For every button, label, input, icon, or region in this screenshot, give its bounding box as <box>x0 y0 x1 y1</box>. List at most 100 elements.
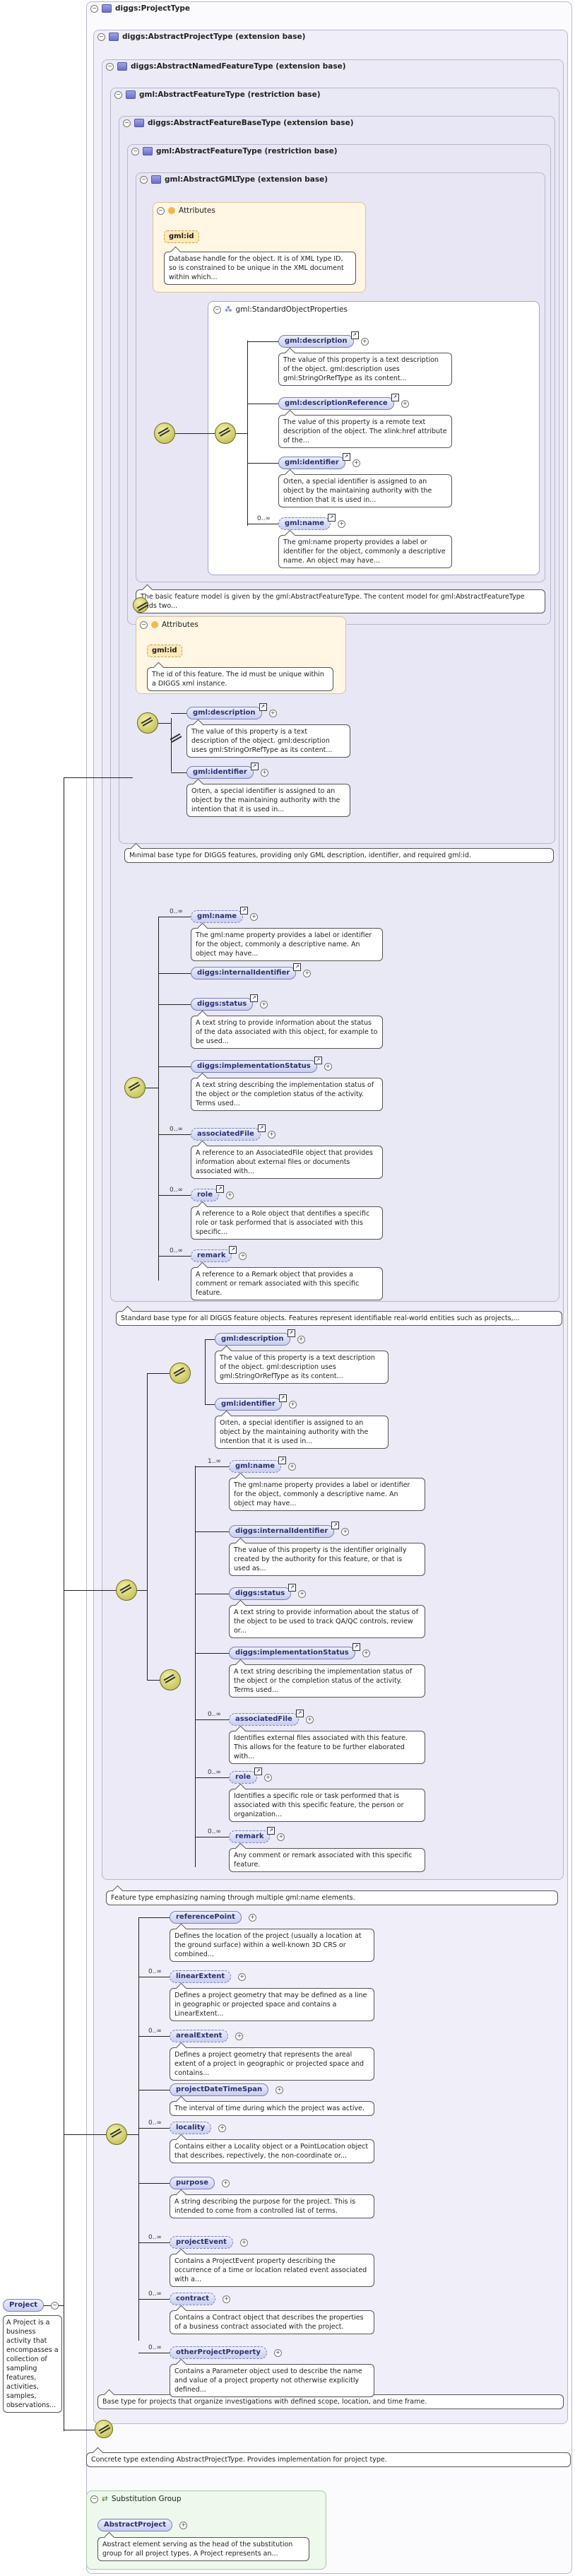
reference-link-icon[interactable]: ↗ <box>216 1185 225 1193</box>
expand-toggle[interactable]: + <box>352 459 360 467</box>
expand-toggle[interactable]: + <box>298 1590 307 1598</box>
reference-link-icon[interactable]: ↗ <box>314 1057 322 1064</box>
collapse-toggle[interactable]: − <box>114 90 122 99</box>
projectdatetimespan-element[interactable]: projectDateTimeSpan+ <box>170 2083 284 2096</box>
reference-link-icon[interactable]: ↗ <box>287 1329 295 1337</box>
expand-toggle[interactable]: + <box>235 2033 244 2040</box>
project-type-header[interactable]: −diggs:ProjectType <box>90 4 190 13</box>
linearextent-element[interactable]: linearExtent+ <box>170 1970 247 1983</box>
expand-toggle[interactable]: + <box>305 1716 314 1724</box>
gml-identifier-element[interactable]: gml:identifier↗+ <box>186 763 268 779</box>
reference-link-icon[interactable]: ↗ <box>278 1457 287 1464</box>
expand-toggle[interactable]: + <box>221 2180 230 2187</box>
sequence-icon[interactable] <box>137 712 158 734</box>
sequence-icon[interactable] <box>160 1669 181 1690</box>
abstract-named-feature-type-header[interactable]: −diggs:AbstractNamedFeatureType (extensi… <box>106 62 346 71</box>
collapse-toggle[interactable]: − <box>51 2302 59 2310</box>
expand-toggle[interactable]: + <box>275 2086 284 2094</box>
reference-link-icon[interactable]: ↗ <box>250 994 259 1002</box>
reference-link-icon[interactable]: ↗ <box>259 703 267 711</box>
expand-toggle[interactable]: + <box>338 520 346 528</box>
collapse-toggle[interactable]: − <box>90 4 98 13</box>
reference-link-icon[interactable]: ↗ <box>267 1827 275 1835</box>
expand-toggle[interactable]: + <box>264 1774 273 1782</box>
reference-link-icon[interactable]: ↗ <box>278 1394 287 1402</box>
expand-toggle[interactable]: + <box>324 1063 332 1071</box>
sequence-icon[interactable] <box>154 423 175 444</box>
collapse-toggle[interactable]: − <box>157 206 165 215</box>
abstract-feature-base-type-header[interactable]: −diggs:AbstractFeatureBaseType (extensio… <box>123 119 354 127</box>
expand-toggle[interactable]: + <box>303 970 312 977</box>
associatedfile-element[interactable]: associatedFile↗+ <box>191 1124 275 1141</box>
reference-link-icon[interactable]: ↗ <box>257 1124 266 1132</box>
arealextent-element[interactable]: arealExtent+ <box>170 2030 244 2042</box>
reference-link-icon[interactable]: ↗ <box>254 1768 263 1775</box>
expand-toggle[interactable]: + <box>250 913 259 921</box>
locality-element[interactable]: locality+ <box>170 2122 227 2134</box>
associatedfile-element[interactable]: associatedFile↗+ <box>229 1710 314 1726</box>
reference-link-icon[interactable]: ↗ <box>342 453 350 461</box>
expand-toggle[interactable]: + <box>248 1914 256 1922</box>
expand-toggle[interactable]: + <box>238 1973 247 1981</box>
reference-link-icon[interactable]: ↗ <box>328 514 336 522</box>
projectevent-element[interactable]: projectEvent+ <box>170 2236 248 2249</box>
sequence-icon[interactable] <box>215 423 236 444</box>
expand-toggle[interactable]: + <box>260 769 268 777</box>
reference-link-icon[interactable]: ↗ <box>352 1643 360 1651</box>
abstract-project-type-header[interactable]: −diggs:AbstractProjectType (extension ba… <box>97 33 305 41</box>
collapse-toggle[interactable]: − <box>106 62 114 71</box>
expand-toggle[interactable]: + <box>223 2295 231 2303</box>
abstract-project-element[interactable]: AbstractProject+ <box>97 2519 188 2531</box>
reference-link-icon[interactable]: ↗ <box>391 394 399 401</box>
gml-identifier-element[interactable]: gml:identifier↗+ <box>278 453 360 469</box>
expand-toggle[interactable]: + <box>267 1131 275 1139</box>
expand-toggle[interactable]: + <box>360 338 369 346</box>
reference-link-icon[interactable]: ↗ <box>288 1584 297 1592</box>
reference-link-icon[interactable]: ↗ <box>331 1522 340 1529</box>
expand-toggle[interactable]: + <box>297 1336 305 1343</box>
gml-feature-restriction-2-header[interactable]: −gml:AbstractFeatureType (restriction ba… <box>131 147 338 155</box>
expand-toggle[interactable]: + <box>288 1401 297 1408</box>
reference-link-icon[interactable]: ↗ <box>240 907 249 914</box>
diggs-implementationstatus-element[interactable]: diggs:implementationStatus↗+ <box>191 1057 332 1073</box>
expand-toggle[interactable]: + <box>226 1192 235 1199</box>
otherprojectproperty-element[interactable]: otherProjectProperty+ <box>170 2346 282 2359</box>
collapse-toggle[interactable]: − <box>90 2495 98 2503</box>
gml-id-attribute[interactable]: gml:id <box>164 230 199 243</box>
reference-link-icon[interactable]: ↗ <box>295 1710 304 1717</box>
contract-element[interactable]: contract+ <box>170 2293 231 2305</box>
expand-toggle[interactable]: + <box>239 1252 247 1260</box>
sequence-icon[interactable] <box>116 1580 137 1601</box>
expand-toggle[interactable]: + <box>239 2239 248 2247</box>
substitution-group-header[interactable]: −⇄Substitution Group <box>90 2495 182 2503</box>
collapse-toggle[interactable]: − <box>140 175 148 184</box>
gml-name-element[interactable]: gml:name↗+ <box>229 1457 297 1473</box>
referencepoint-element[interactable]: referencePoint+ <box>170 1911 256 1924</box>
reference-link-icon[interactable]: ↗ <box>250 763 259 770</box>
standard-object-properties-header[interactable]: −⁂gml:StandardObjectProperties <box>213 305 348 314</box>
expand-toggle[interactable]: + <box>362 1649 370 1657</box>
gml-feature-restriction-header[interactable]: −gml:AbstractFeatureType (restriction ba… <box>114 90 321 99</box>
purpose-element[interactable]: purpose+ <box>170 2177 230 2189</box>
restriction-attributes-header[interactable]: −Attributes <box>140 621 198 629</box>
gml-descriptionreference-element[interactable]: gml:descriptionReference↗+ <box>278 394 409 410</box>
gml-name-element[interactable]: gml:name↗+ <box>191 907 259 923</box>
expand-toggle[interactable]: + <box>218 2124 227 2132</box>
role-element[interactable]: role↗+ <box>229 1768 273 1784</box>
sequence-icon[interactable] <box>133 597 148 613</box>
expand-toggle[interactable]: + <box>268 710 277 717</box>
sequence-icon[interactable] <box>124 1077 146 1098</box>
diggs-internalidentifier-element[interactable]: diggs:internalIdentifier↗+ <box>229 1522 350 1538</box>
expand-toggle[interactable]: + <box>401 400 409 408</box>
expand-toggle[interactable]: + <box>341 1528 350 1536</box>
diggs-implementationstatus-element[interactable]: diggs:implementationStatus↗+ <box>229 1643 370 1659</box>
collapse-toggle[interactable]: − <box>131 147 139 155</box>
role-element[interactable]: role↗+ <box>191 1185 235 1201</box>
collapse-toggle[interactable]: − <box>97 33 105 41</box>
gml-name-element[interactable]: gml:name↗+ <box>278 514 346 530</box>
gml-identifier-element[interactable]: gml:identifier↗+ <box>215 1394 297 1411</box>
attributes-header[interactable]: −Attributes <box>157 206 215 215</box>
gml-description-element[interactable]: gml:description↗+ <box>186 703 277 719</box>
expand-toggle[interactable]: + <box>288 1463 297 1471</box>
remark-element[interactable]: remark↗+ <box>229 1827 285 1843</box>
